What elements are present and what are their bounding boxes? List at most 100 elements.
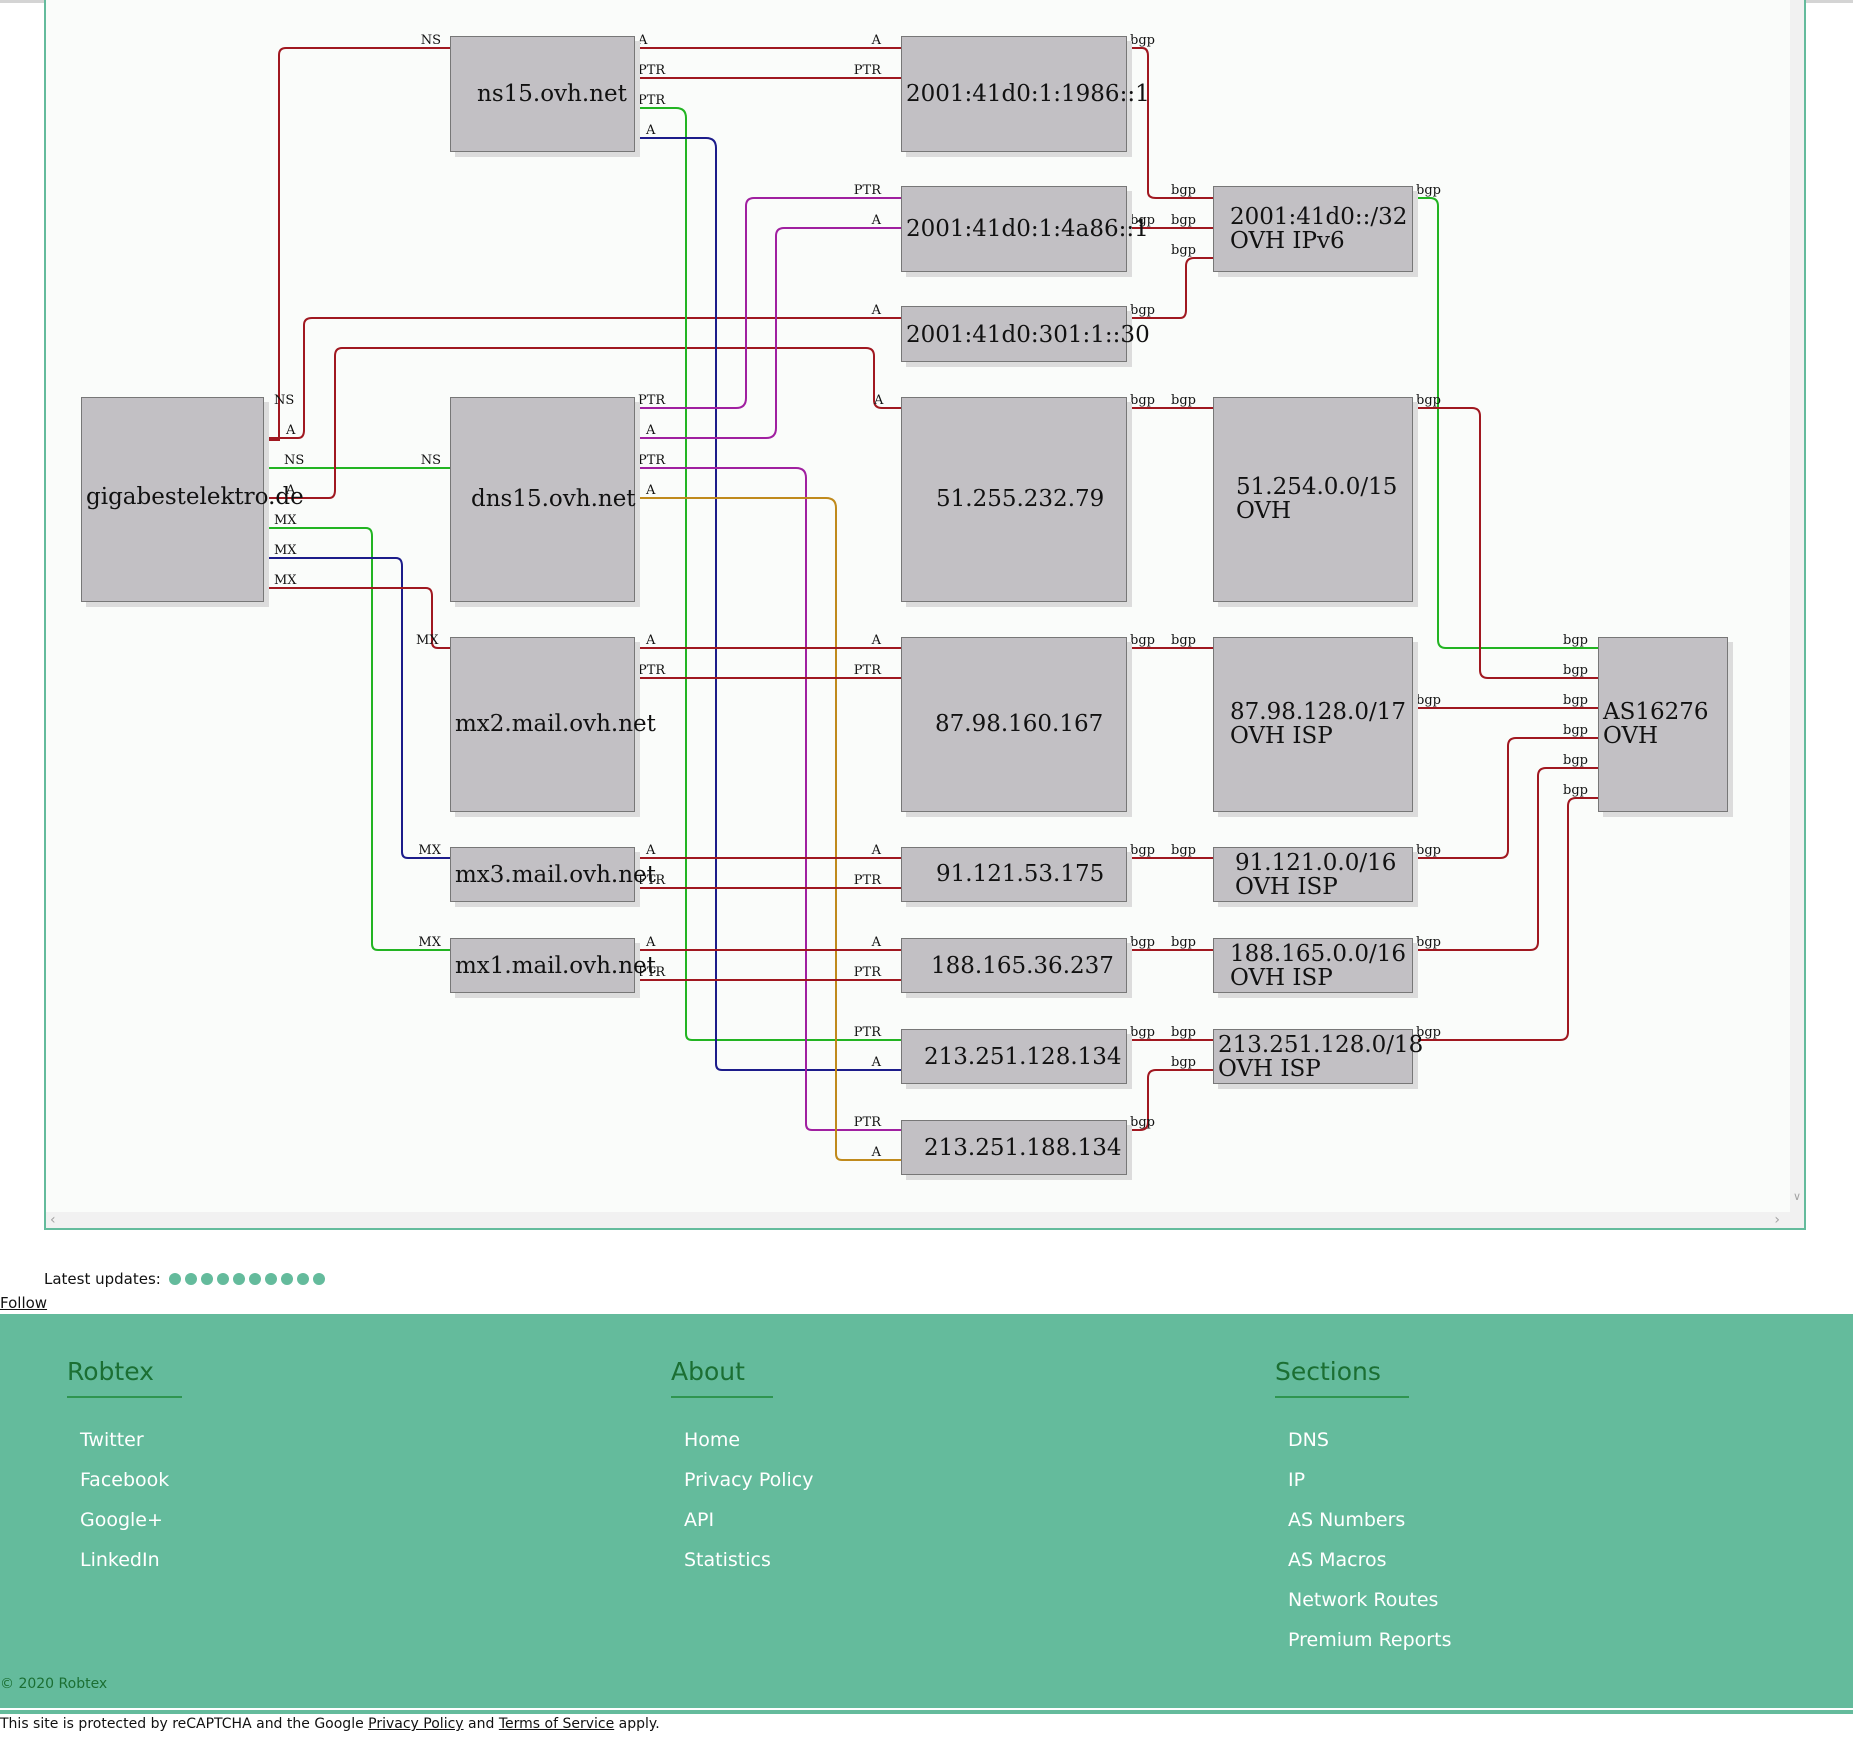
edge-bgp-1986-v6	[1127, 47, 1213, 199]
footer-link-privacy-policy[interactable]: Privacy Policy	[684, 1469, 814, 1491]
graph-node-dns15[interactable]: dns15.ovh.net	[450, 397, 636, 602]
node-label-line2: OVH ISP	[1235, 874, 1338, 900]
update-dot[interactable]	[184, 1273, 197, 1285]
edge-label-bgp: bgp	[1563, 753, 1588, 768]
edge-label-bgp: bgp	[1171, 243, 1196, 258]
footer-link-home[interactable]: Home	[684, 1429, 741, 1451]
node-label: dns15.ovh.net	[471, 486, 636, 512]
node-label-line1: 213.251.128.0/18	[1218, 1032, 1424, 1058]
footer-link-twitter[interactable]: Twitter	[80, 1429, 144, 1451]
graph-node-ip-213-128[interactable]: 213.251.128.134	[901, 1029, 1127, 1084]
graph-node-mx3[interactable]: mx3.mail.ovh.net	[450, 847, 656, 902]
edge-bgp-v6-as	[1413, 197, 1598, 649]
node-label: 213.251.128.134	[924, 1044, 1122, 1070]
edge-a-ip301	[267, 317, 901, 439]
graph-node-net-91[interactable]: 91.121.0.0/16 OVH ISP	[1213, 847, 1413, 902]
graph-node-net-51[interactable]: 51.254.0.0/15 OVH	[1213, 397, 1413, 602]
update-dot[interactable]	[312, 1273, 325, 1285]
graph-node-ip-51[interactable]: 51.255.232.79	[901, 397, 1127, 602]
graph-node-net-87[interactable]: 87.98.128.0/17 OVH ISP	[1213, 637, 1413, 812]
edge-label-bgp: bgp	[1171, 393, 1196, 408]
graph-node-net-188[interactable]: 188.165.0.0/16 OVH ISP	[1213, 938, 1413, 993]
graph-node-net-v6[interactable]: 2001:41d0::/32 OVH IPv6	[1213, 186, 1413, 272]
graph-node-ip-213-188[interactable]: 213.251.188.134	[901, 1120, 1127, 1175]
footer-link-api[interactable]: API	[684, 1509, 715, 1531]
footer-link-dns[interactable]: DNS	[1288, 1429, 1329, 1451]
graph-node-mx1[interactable]: mx1.mail.ovh.net	[450, 938, 656, 993]
footer-link-ip[interactable]: IP	[1288, 1469, 1306, 1491]
footer-link-statistics[interactable]: Statistics	[684, 1549, 771, 1571]
footer-link-facebook[interactable]: Facebook	[80, 1469, 170, 1491]
edge-label-ptr: PTR	[638, 453, 666, 468]
edge-label-a: A	[645, 633, 656, 648]
update-dot[interactable]	[168, 1273, 181, 1285]
edge-label-ns: NS	[284, 453, 304, 468]
scroll-right-icon[interactable]: ›	[1774, 1212, 1780, 1228]
edge-label-ptr: PTR	[854, 965, 882, 980]
horizontal-scrollbar[interactable]: ‹ ›	[46, 1212, 1804, 1228]
edge-label-bgp: bgp	[1563, 663, 1588, 678]
footer-link-premium-reports[interactable]: Premium Reports	[1288, 1629, 1452, 1651]
edge-label-ptr: PTR	[854, 1115, 882, 1130]
graph-node-ip-301[interactable]: 2001:41d0:301:1::30	[901, 306, 1150, 362]
update-dot[interactable]	[248, 1273, 261, 1285]
follow-link[interactable]: Follow	[0, 1294, 48, 1312]
update-dot[interactable]	[264, 1273, 277, 1285]
graph-node-ns15[interactable]: ns15.ovh.net	[450, 36, 635, 152]
update-dot[interactable]	[232, 1273, 245, 1285]
vertical-scrollbar[interactable]: ∨	[1790, 0, 1804, 1213]
edge-label-bgp: bgp	[1130, 843, 1155, 858]
graph-node-ip-87[interactable]: 87.98.160.167	[901, 637, 1127, 812]
edge-label-a: A	[871, 213, 882, 228]
update-dots[interactable]	[168, 1273, 329, 1285]
node-label-line1: 2001:41d0::/32	[1230, 204, 1408, 230]
footer-link-as-macros[interactable]: AS Macros	[1288, 1549, 1387, 1571]
edge-label-bgp: bgp	[1171, 935, 1196, 950]
node-label: 2001:41d0:1:1986::1	[906, 81, 1150, 107]
update-dot[interactable]	[216, 1273, 229, 1285]
graph-node-ip-1986[interactable]: 2001:41d0:1:1986::1	[901, 36, 1150, 152]
update-dot[interactable]	[280, 1273, 293, 1285]
recaptcha-privacy-link[interactable]: Privacy Policy	[368, 1716, 464, 1732]
node-label: 87.98.160.167	[935, 711, 1104, 737]
edge-label-bgp: bgp	[1416, 843, 1441, 858]
update-dot[interactable]	[200, 1273, 213, 1285]
graph-node-ip-91[interactable]: 91.121.53.175	[901, 847, 1127, 902]
edge-label-bgp: bgp	[1171, 1025, 1196, 1040]
node-label: gigabestelektro.de	[86, 484, 304, 510]
graph-node-as16276[interactable]: AS16276 OVH	[1598, 637, 1728, 812]
graph-node-net-213[interactable]: 213.251.128.0/18 OVH ISP	[1213, 1029, 1423, 1084]
edge-label-a: A	[285, 483, 296, 498]
edge-label-ptr: PTR	[854, 1025, 882, 1040]
graph-node-mx2[interactable]: mx2.mail.ovh.net	[450, 637, 656, 812]
edge-label-a: A	[871, 1145, 882, 1160]
edge-label-bgp: bgp	[1416, 693, 1441, 708]
footer-link-network-routes[interactable]: Network Routes	[1288, 1589, 1439, 1611]
edge-bgp-188-as	[1413, 767, 1598, 951]
graph-node-ip-188[interactable]: 188.165.36.237	[901, 938, 1127, 993]
edge-label-mx: MX	[274, 573, 297, 588]
recaptcha-terms-link[interactable]: Terms of Service	[498, 1716, 615, 1732]
node-label: ns15.ovh.net	[477, 81, 627, 107]
node-label-line1: AS16276	[1603, 699, 1709, 725]
node-label: 51.255.232.79	[936, 486, 1105, 512]
edge-label-mx: MX	[416, 633, 439, 648]
node-label: mx3.mail.ovh.net	[455, 862, 656, 888]
edge-label-bgp: bgp	[1416, 935, 1441, 950]
node-label: 188.165.36.237	[931, 953, 1114, 979]
edge-label-ptr: PTR	[638, 93, 666, 108]
footer-link-linkedin[interactable]: LinkedIn	[80, 1549, 160, 1571]
footer-link-as-numbers[interactable]: AS Numbers	[1288, 1509, 1406, 1531]
scroll-down-icon[interactable]: ∨	[1792, 1190, 1802, 1203]
edge-label-bgp: bgp	[1563, 633, 1588, 648]
graph-node-ip-4a86[interactable]: 2001:41d0:1:4a86::1	[901, 186, 1149, 272]
update-dot[interactable]	[296, 1273, 309, 1285]
graph-node-domain[interactable]: gigabestelektro.de	[81, 397, 304, 602]
node-label: 2001:41d0:1:4a86::1	[906, 216, 1149, 242]
scroll-left-icon[interactable]: ‹	[50, 1212, 56, 1228]
recaptcha-suffix: apply.	[618, 1716, 660, 1732]
footer-link-googleplus[interactable]: Google+	[80, 1509, 163, 1531]
edge-label-ns: NS	[421, 453, 441, 468]
